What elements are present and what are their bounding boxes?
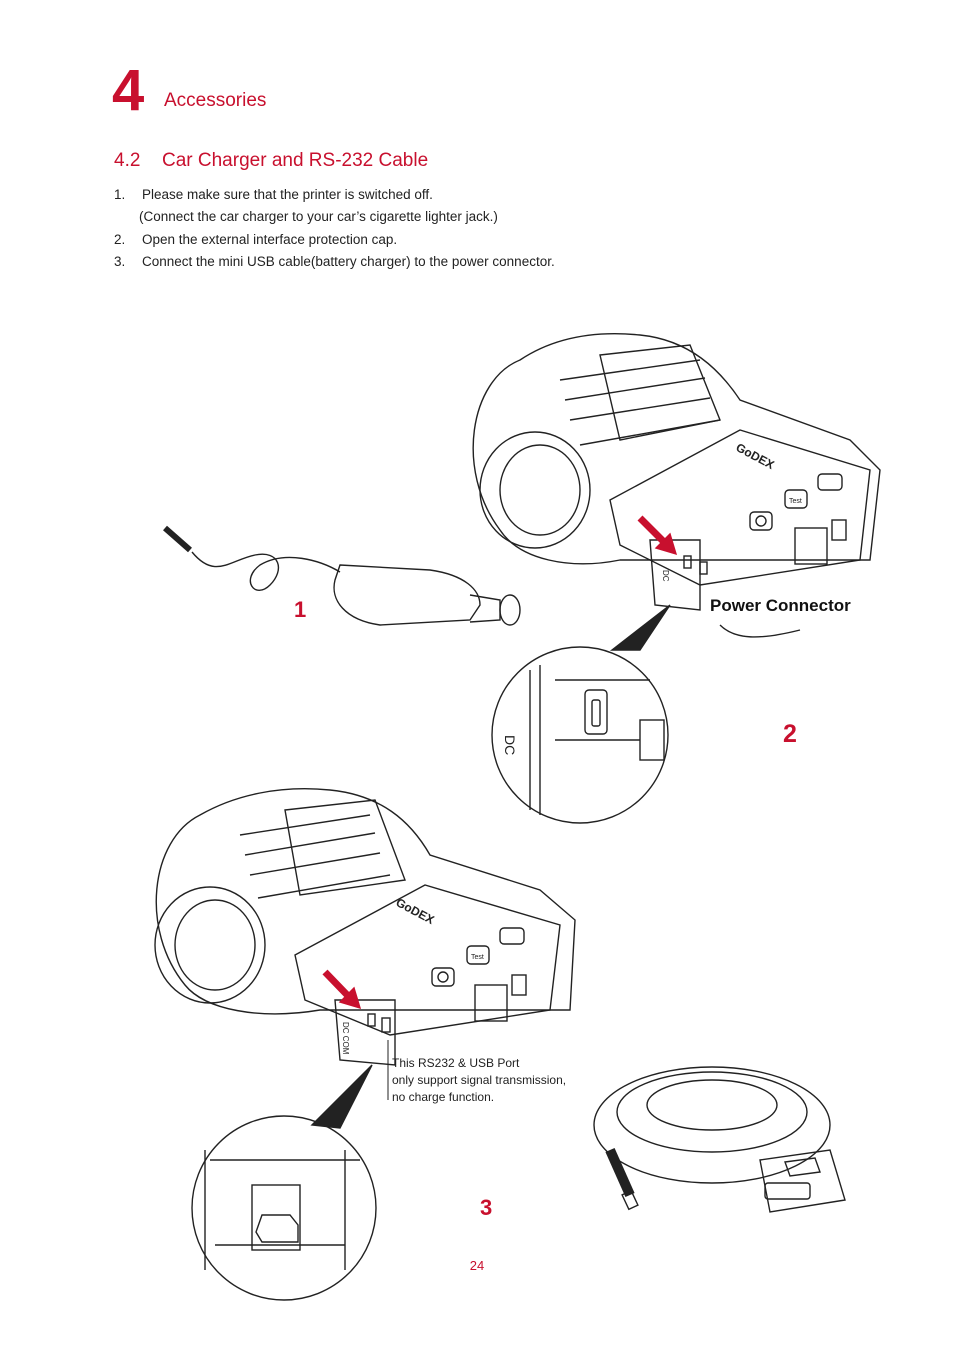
step-text: Please make sure that the printer is swi…: [142, 187, 433, 202]
printer-bottom-illustration: GoDEX Test DC COM: [154, 788, 576, 1100]
step-number: 1.: [114, 187, 126, 202]
feed-button: [499, 927, 525, 945]
panel-lines: [555, 679, 650, 741]
power-button: [431, 967, 455, 987]
arrow-head: [654, 532, 678, 556]
callout-3: 3: [480, 1195, 493, 1220]
power-connector-label: Power Connector: [710, 596, 851, 615]
charger-cable: [191, 551, 341, 591]
cover-panel: [599, 344, 721, 441]
paper-roll-inner: [174, 899, 256, 991]
paper-roll: [479, 431, 591, 549]
dc-port-zoom: [584, 689, 608, 735]
com-port-zoom-inner: [255, 1214, 299, 1243]
note-line: no charge function.: [392, 1090, 495, 1104]
test-button: [466, 945, 490, 965]
control-panel: [609, 429, 871, 586]
dc-port: [367, 1013, 376, 1027]
step-text: Open the external interface protection c…: [142, 232, 398, 247]
step-text: Connect the mini USB cable(battery charg…: [142, 254, 555, 269]
charger-contact: [499, 594, 521, 626]
panel-lines: [210, 1159, 360, 1246]
arrow-head: [338, 986, 362, 1010]
printer-body-outline: [472, 333, 881, 565]
note-line: This RS232 & USB Port: [392, 1056, 520, 1070]
magnifier-pointer: [310, 1064, 373, 1129]
panel-edges: [204, 1150, 346, 1270]
step-number: 2.: [114, 232, 126, 247]
com-port-zoom: [639, 719, 665, 761]
callout-1: 1: [294, 597, 307, 622]
magnifier-com-port: [191, 1115, 377, 1301]
cover-panel: [284, 799, 406, 896]
cable-coil-inner: [646, 1079, 778, 1131]
com-port-zoom: [251, 1184, 301, 1251]
panel-edge: [529, 665, 541, 815]
power-button: [749, 511, 773, 531]
brand-logo: GoDEX: [734, 440, 777, 472]
section-title: Car Charger and RS-232 Cable: [162, 150, 429, 171]
db9-connector: [759, 1149, 846, 1213]
dc-port: [683, 555, 692, 569]
magnifier-circle: [191, 1115, 377, 1301]
dc-port-zoom-inner: [591, 699, 601, 727]
test-button: [784, 489, 808, 509]
lcd-screen: [474, 984, 508, 1022]
com-port: [699, 561, 708, 575]
printer-base: [719, 624, 801, 638]
chapter-number: 4: [112, 58, 145, 123]
chapter-title: Accessories: [164, 90, 267, 111]
connector-panel: [649, 539, 701, 611]
cable-coil-middle: [616, 1071, 808, 1153]
cover-ribs: [239, 814, 391, 899]
menu-key: [831, 519, 847, 541]
db9-pins: [764, 1182, 811, 1200]
step-text: (Connect the car charger to your car’s c…: [139, 209, 498, 224]
feed-button: [817, 473, 843, 491]
com-port: [381, 1017, 391, 1033]
dc-label-zoom: DC: [502, 735, 518, 755]
section-number: 4.2: [114, 150, 141, 171]
dc-com-label: DC COM: [341, 1022, 350, 1055]
paper-roll-inner: [499, 444, 581, 536]
printer-body-outline: [155, 788, 576, 1015]
note-line: only support signal transmission,: [392, 1073, 567, 1087]
lcd-screen: [794, 527, 828, 565]
power-icon: [755, 515, 767, 527]
magnifier-pointer: [609, 604, 671, 651]
connector-panel: [334, 999, 396, 1066]
control-panel: [294, 884, 561, 1036]
usb-plug: [163, 525, 192, 553]
printer-top-illustration: GoDEX Test DC: [472, 333, 881, 638]
cable-coil-outer: [593, 1066, 831, 1184]
callout-2: 2: [783, 720, 797, 748]
menu-key: [511, 974, 527, 996]
test-button-label: Test: [789, 498, 802, 505]
charger-body: [333, 564, 481, 626]
magnifier-circle: [491, 646, 669, 824]
brand-logo: GoDEX: [394, 895, 437, 927]
step-number: 3.: [114, 254, 126, 269]
db9-shell: [784, 1157, 821, 1177]
dc-label: DC: [661, 570, 670, 582]
rs232-cable-illustration: [593, 1066, 846, 1213]
port-note: This RS232 & USB Port only support signa…: [392, 1055, 566, 1106]
car-charger-illustration: [163, 525, 521, 626]
page-number: 24: [469, 1258, 485, 1273]
charger-tip: [469, 594, 501, 623]
usb-tip: [621, 1189, 639, 1211]
cover-ribs: [559, 359, 721, 446]
magnifier-power-connector: DC: [491, 646, 669, 824]
test-button-label: Test: [471, 954, 484, 961]
power-icon: [437, 971, 449, 983]
usb-plug: [605, 1147, 635, 1198]
paper-roll: [154, 886, 266, 1004]
